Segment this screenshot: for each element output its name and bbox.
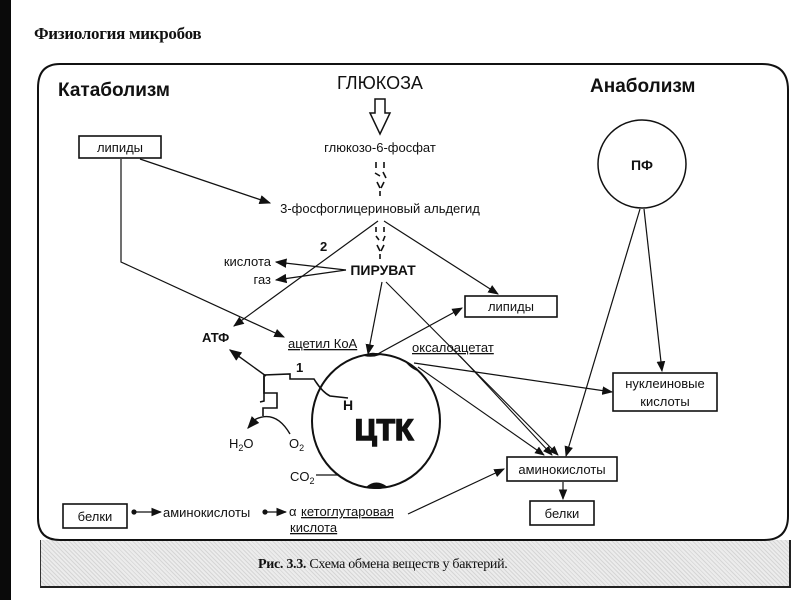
arrow-lipids-to-g3p [139, 158, 272, 205]
arrow-to-atp [228, 349, 267, 377]
arrow-pyruvate-to-tca [365, 281, 383, 356]
co2-label: CO2 [290, 469, 315, 486]
arrow-g3p-to-atp [233, 220, 379, 327]
caption-band [40, 540, 791, 588]
electron-transport-chain [259, 373, 349, 403]
proteins-right-label: белки [545, 506, 580, 521]
arrow-pyruvate-to-gas [274, 269, 347, 284]
amino-acids-left-label: аминокислоты [163, 505, 250, 520]
nucleic-acids-line2: кислоты [640, 394, 689, 409]
proteins-left-label: белки [78, 509, 113, 524]
tca-marker-right [404, 360, 420, 372]
chain-dot-2 [262, 509, 268, 515]
catabolism-title: Катаболизм [58, 80, 170, 101]
arrow-tca-to-lipids-right [373, 307, 463, 357]
tca-marker-top [364, 352, 380, 357]
anabolism-title: Анаболизм [590, 76, 695, 97]
tca-label: ЦТК [355, 414, 414, 447]
glyceraldehyde-3-phosphate-label: 3-фосфоглицериновый альдегид [280, 201, 480, 216]
alpha-ketoglutarate-line1: кетоглутаровая [301, 504, 394, 519]
nucleic-acids-line1: нуклеиновые [625, 376, 704, 391]
alpha-ketoglutarate-line2: кислота [290, 520, 338, 535]
proteins-left-box: белки [62, 503, 128, 529]
o2-label: O2 [289, 436, 304, 453]
caption-prefix: Рис. 3.3. [258, 557, 307, 572]
arrow-pf-to-amino-acids [564, 208, 641, 458]
arrow-pf-to-nucleic-acids [643, 208, 666, 373]
arrow-pyruvate-to-acid [274, 258, 347, 271]
chain-dot-1 [131, 509, 137, 515]
hydrogen-label: Н [343, 397, 353, 413]
label-1: 1 [296, 360, 303, 375]
pentose-phosphate-label: ПФ [631, 157, 653, 173]
proteins-right-box: белки [529, 500, 595, 526]
acid-label: кислота [224, 254, 272, 269]
gas-label: газ [253, 272, 271, 287]
arrow-o2-to-h2o [247, 415, 291, 435]
dashed-arrow-g6p-to-g3p [374, 162, 387, 196]
arrow-tca-to-amino-acids-1 [417, 366, 545, 456]
electron-transport-steps [262, 376, 278, 416]
label-2: 2 [320, 239, 327, 254]
lipids-left-box: липиды [78, 135, 162, 159]
arrow-lipids-to-acetyl-coa [120, 159, 285, 338]
dashed-arrow-g3p-to-pyruvate [375, 227, 386, 259]
atp-label: АТФ [202, 330, 229, 345]
arrow-oxaloacetate-to-amino-acids [459, 355, 553, 456]
glucose-label: ГЛЮКОЗА [337, 73, 423, 93]
tca-marker-bottom [366, 482, 388, 489]
alpha-symbol: α [289, 504, 297, 519]
diagram-frame [37, 63, 789, 541]
h2o-label: H2O [229, 436, 254, 453]
amino-acids-right-box: аминокислоты [506, 456, 618, 482]
glucose-6-phosphate-label: глюкозо-6-фосфат [324, 140, 436, 155]
arrow-tca-to-nucleic-acids [413, 362, 614, 395]
pyruvate-label: ПИРУВАТ [350, 262, 416, 278]
arrow-g3p-to-lipids-right [383, 220, 499, 295]
lipids-right-label: липиды [488, 299, 534, 314]
figure-caption: Рис. 3.3. Схема обмена веществ у бактери… [258, 557, 508, 573]
page-header: Физиология микробов [34, 24, 202, 43]
lipids-left-label: липиды [97, 140, 143, 155]
caption-text: Схема обмена веществ у бактерий. [306, 557, 508, 572]
nucleic-acids-box: нуклеиновые кислоты [612, 372, 718, 412]
glucose-hollow-arrow [368, 98, 392, 136]
lipids-right-box: липиды [464, 295, 558, 318]
amino-acids-right-label: аминокислоты [518, 462, 605, 477]
pentose-phosphate-circle [597, 119, 687, 209]
arrow-akg-to-amino-acids [407, 468, 505, 515]
acetyl-coa-label: ацетил КоА [288, 336, 358, 351]
oxaloacetate-label: оксалоацетат [412, 340, 494, 355]
scan-edge-bar [0, 0, 11, 600]
